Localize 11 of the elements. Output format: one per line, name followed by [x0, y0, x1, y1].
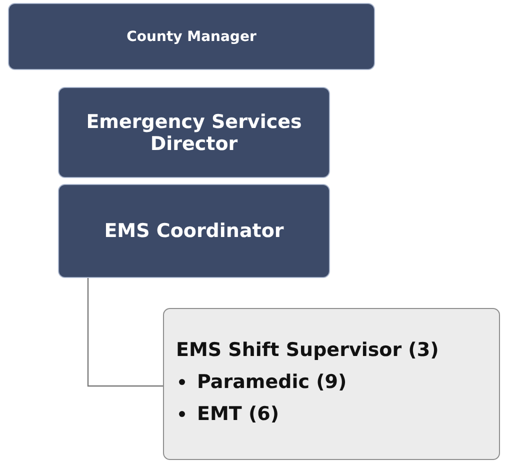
connector-line	[87, 278, 163, 387]
position-box	[8, 3, 375, 70]
position-box	[58, 184, 330, 278]
list-item: Paramedic (9)	[197, 371, 347, 393]
team-heading: EMS Shift Supervisor (3)	[176, 339, 439, 361]
list-item: EMT (6)	[197, 403, 280, 425]
position-title: Emergency Services Director	[85, 110, 303, 154]
team-box	[163, 308, 500, 460]
position-title: EMS Coordinator	[104, 220, 284, 242]
position-title: County Manager	[126, 28, 256, 44]
position-box	[58, 87, 330, 178]
